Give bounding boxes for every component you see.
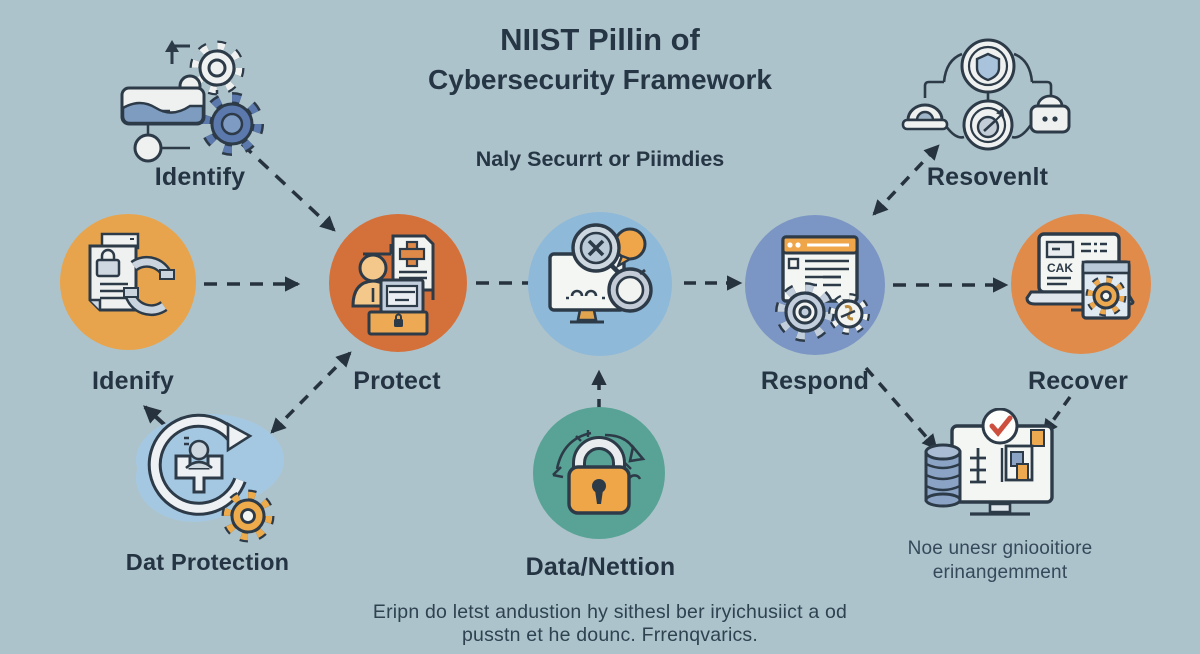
label-identify-top: Identify	[154, 163, 246, 191]
recover-screen-text: CAK	[1047, 261, 1073, 275]
label-resolve: Resovenlt	[926, 163, 1049, 191]
respond-window-gears-icon	[775, 235, 870, 342]
arrow-respond-to-monitoring	[864, 366, 938, 450]
label-monitoring-line2: erinangemment	[932, 562, 1068, 583]
node-recover-circle: CAK	[1011, 214, 1151, 354]
page-title-line2: Cybersecurity Framework	[428, 64, 772, 95]
label-data-protection: Dat Protection	[125, 549, 290, 575]
padlock-sync-icon	[552, 430, 646, 515]
document-lock-refresh-icon	[88, 232, 175, 317]
detect-monitor-magnifier-icon	[548, 223, 653, 324]
page-title-line1: NIIST Pillin of	[500, 22, 700, 57]
node-data-nettion-circle	[533, 407, 665, 539]
node-idenify-circle	[60, 214, 196, 350]
monitoring-dashboard-icon	[924, 408, 1054, 516]
label-respond: Respond	[760, 367, 870, 395]
protect-user-document-icon	[351, 234, 435, 336]
node-detect-circle	[528, 212, 672, 356]
resolve-shield-network-icon	[901, 38, 1071, 151]
node-respond-circle	[745, 215, 885, 355]
identify-assets-icon	[120, 40, 264, 163]
label-data-nettion: Data/Nettion	[525, 553, 676, 581]
data-protection-icon	[136, 413, 284, 543]
arrow-identifytop-to-protect	[240, 142, 336, 232]
recover-laptop-gear-icon: CAK	[1025, 232, 1135, 320]
arrow-respond-to-resolve	[872, 144, 940, 216]
caption-line1: Eripn do letst andustion hy sithesl ber …	[372, 601, 848, 623]
caption-line2: pusstn et he dounc. Frrenqvarics.	[462, 624, 758, 646]
label-recover: Recover	[1027, 367, 1129, 395]
label-monitoring-line1: Noe unesr gniooitiore	[907, 538, 1093, 559]
label-protect: Protect	[353, 367, 441, 395]
label-idenify: Idenify	[92, 367, 174, 395]
node-protect-circle	[329, 214, 467, 352]
page-subtitle: Naly Securrt or Piimdies	[475, 147, 725, 171]
